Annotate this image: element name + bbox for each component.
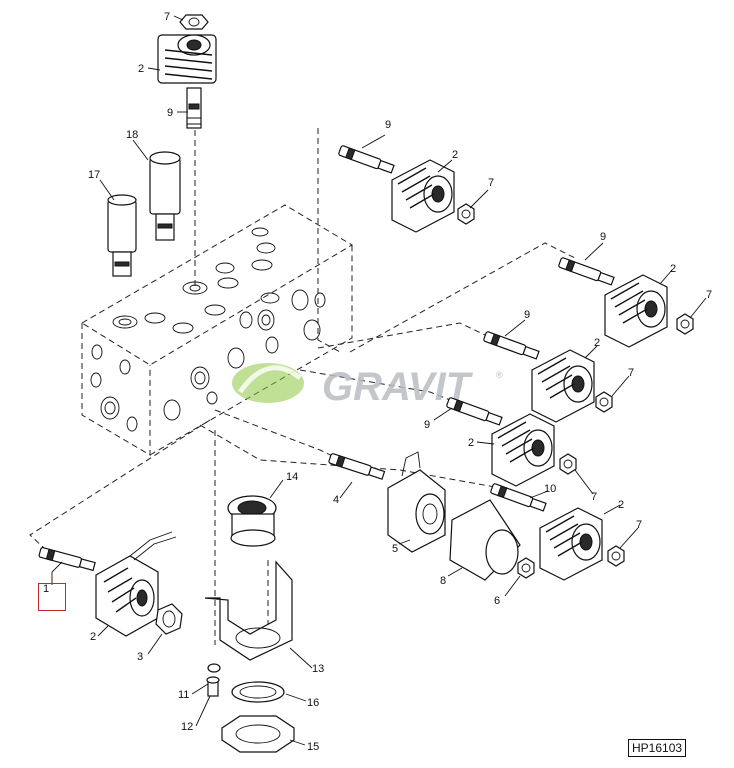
- callout-2[interactable]: 2: [452, 149, 458, 161]
- callout-9[interactable]: 9: [424, 419, 430, 431]
- relief-valves: [107, 151, 181, 277]
- callout-18[interactable]: 18: [126, 129, 138, 141]
- callout-1[interactable]: 1: [43, 583, 50, 595]
- watermark-logo-icon: [232, 363, 304, 403]
- selected-callout-highlight[interactable]: [38, 583, 66, 611]
- coil-1-assembly: [38, 531, 183, 637]
- callout-2[interactable]: 2: [138, 63, 144, 75]
- callout-numbers: 7 2 9 18 17 9 2 7 9 2 7 9 2 7 9 2 7 10 2…: [88, 11, 712, 753]
- callout-10[interactable]: 10: [544, 483, 556, 495]
- reference-code: HP16103: [628, 739, 687, 757]
- callout-7[interactable]: 7: [636, 519, 642, 531]
- callout-2[interactable]: 2: [618, 499, 624, 511]
- callout-9[interactable]: 9: [600, 231, 606, 243]
- callout-4[interactable]: 4: [333, 494, 339, 506]
- callout-16[interactable]: 16: [307, 697, 319, 709]
- hex-nut-icon: [179, 14, 209, 30]
- valve-18-icon: [149, 157, 181, 215]
- callout-14[interactable]: 14: [286, 471, 298, 483]
- callout-7[interactable]: 7: [706, 289, 712, 301]
- callout-8[interactable]: 8: [440, 575, 446, 587]
- callout-9[interactable]: 9: [524, 309, 530, 321]
- callout-9[interactable]: 9: [385, 119, 391, 131]
- assembly-guide-lines: [29, 100, 576, 645]
- top-coil-assembly: [157, 14, 217, 129]
- callout-11[interactable]: 11: [178, 689, 189, 701]
- callout-9[interactable]: 9: [167, 107, 173, 119]
- callout-2[interactable]: 2: [468, 437, 474, 449]
- callout-2[interactable]: 2: [670, 263, 676, 275]
- callout-7[interactable]: 7: [488, 177, 494, 189]
- bracket-icon: [204, 560, 293, 661]
- callout-7[interactable]: 7: [591, 491, 597, 503]
- leader-lines: [51, 15, 707, 746]
- manifold-block: [81, 204, 353, 456]
- callout-13[interactable]: 13: [312, 663, 324, 675]
- callout-17[interactable]: 17: [88, 169, 100, 181]
- callout-15[interactable]: 15: [307, 741, 319, 753]
- callout-7[interactable]: 7: [164, 11, 170, 23]
- watermark-registered-mark: ®: [496, 370, 503, 380]
- callout-2[interactable]: 2: [90, 631, 96, 643]
- coil-5-assembly: [327, 451, 535, 581]
- callout-2[interactable]: 2: [594, 337, 600, 349]
- valve-17-icon: [107, 199, 137, 253]
- callout-3[interactable]: 3: [137, 651, 143, 663]
- callout-7[interactable]: 7: [628, 367, 634, 379]
- callout-5[interactable]: 5: [392, 543, 398, 555]
- callout-12[interactable]: 12: [181, 721, 193, 733]
- callout-6[interactable]: 6: [494, 595, 500, 607]
- connector-bracket-assembly: [204, 495, 295, 753]
